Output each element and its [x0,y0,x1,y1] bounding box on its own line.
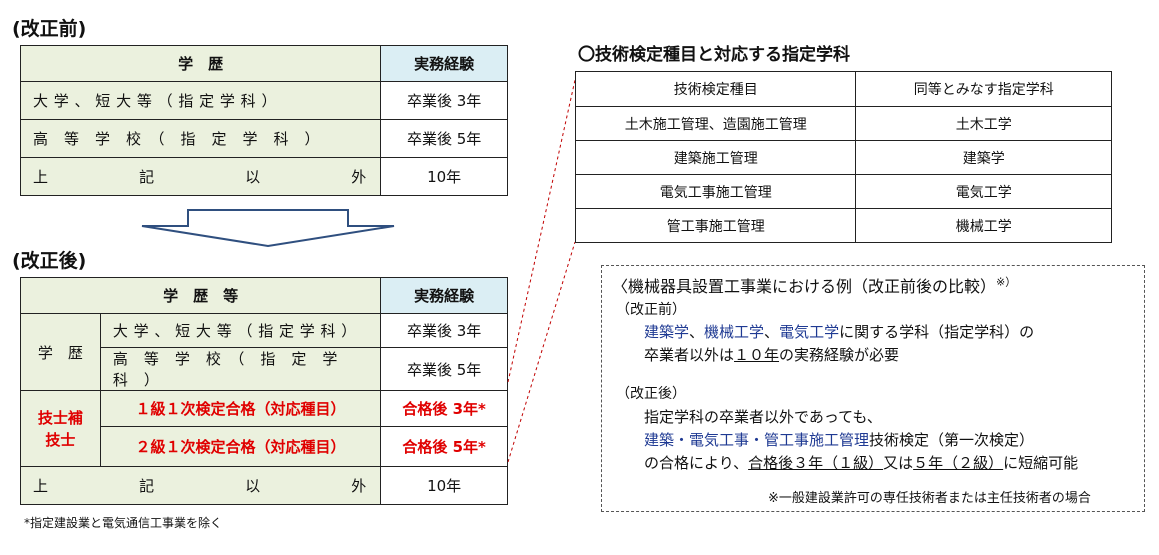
right-table-cell: 建築学 [855,140,1112,175]
example-before-rest: に関する学科（指定学科）の [839,323,1035,341]
after-row-other-exp: 10年 [380,466,508,505]
example-after-blue: 建築・電気工事・管工事施工管理 [644,431,870,449]
after-row-first-grade: １級１次検定合格（対応種目） [99,390,382,427]
right-table-col2-header: 同等とみなす指定学科 [855,71,1112,107]
after-header-exp: 実務経験 [380,277,508,314]
right-table-cell: 機械工学 [855,208,1112,243]
before-header-exp: 実務経験 [380,45,508,82]
example-before-label: （改正前） [616,302,686,318]
example-after-line2: 建築・電気工事・管工事施工管理技術検定（第一次検定） [644,429,1034,450]
after-row-university: 大 学 、 短 大 等 （ 指 定 学 科 ） [99,313,382,348]
before-row-highschool-exp: 卒業後 5年 [380,119,508,158]
example-before-blue: 機械工学 [704,323,765,341]
example-before-post: の実務経験が必要 [779,346,900,364]
right-table-cell: 電気工学 [855,174,1112,209]
after-group-engineer-line2: 技士 [45,430,76,449]
after-other-char: 外 [351,477,367,495]
after-header-edu: 学 歴 等 [19,277,382,314]
example-before-line1: 建築学、機械工学、電気工学に関する学科（指定学科）の [644,321,1034,342]
after-other-char: 記 [139,477,155,495]
example-before-pre: 卒業者以外は [644,346,735,364]
after-row-highschool-exp: 卒業後 5年 [380,347,508,391]
before-other-char: 記 [139,168,155,186]
example-before-sep: 、 [764,323,780,341]
right-table-title: 〇技術検定種目と対応する指定学科 [578,45,850,65]
example-title: 〈機械器具設置工事業における例（改正前後の比較）※） [612,273,1016,297]
before-row-other: 上 記 以 外 [19,157,382,196]
before-other-char: 外 [351,168,367,186]
before-table: 学 歴 実務経験 大 学 、 短 大 等 （ 指 定 学 科 ） 卒業後 3年 … [19,45,508,196]
right-table: 技術検定種目 同等とみなす指定学科 土木施工管理、造園施工管理 土木工学 建築施… [574,71,1112,243]
right-table-cell: 土木施工管理、造園施工管理 [574,106,857,141]
before-row-highschool: 高 等 学 校 （ 指 定 学 科 ） [19,119,382,158]
example-after-line1: 指定学科の卒業者以外であっても、 [644,408,882,426]
example-after-post: に短縮可能 [1003,454,1079,472]
example-box [601,265,1145,512]
after-group-engineer-line1: 技士補 [37,408,83,427]
after-table: 学 歴 等 実務経験 学 歴 大 学 、 短 大 等 （ 指 定 学 科 ） 卒… [19,277,508,505]
example-before-blue: 電気工学 [779,323,840,341]
example-after-mid: 又は [883,454,914,472]
right-table-cell: 電気工事施工管理 [574,174,857,209]
after-heading: (改正後) [12,250,87,272]
example-before-sep: 、 [689,323,705,341]
after-other-char: 以 [245,477,261,495]
example-after-pre: の合格により、 [644,454,749,472]
example-after-first: 合格後３年（１級） [748,454,884,472]
before-heading: (改正前) [12,18,87,40]
example-note: ※一般建設業許可の専任技術者または主任技術者の場合 [768,491,1091,506]
example-after-label: （改正後） [616,386,686,402]
right-table-cell: 管工事施工管理 [574,208,857,243]
after-group-engineer-label: 技士補 技士 [20,390,101,467]
down-arrow-icon [141,209,395,248]
before-other-char: 以 [245,168,261,186]
example-after-second: ５年（２級） [913,454,1004,472]
before-row-other-exp: 10年 [380,157,508,196]
right-table-cell: 建築施工管理 [574,140,857,175]
example-after-rest: 技術検定（第一次検定） [869,431,1035,449]
example-before-years: １０年 [734,346,780,364]
after-row-first-grade-exp: 合格後 3年* [380,390,508,427]
before-row-university: 大 学 、 短 大 等 （ 指 定 学 科 ） [19,81,382,120]
example-before-blue: 建築学 [644,323,690,341]
right-table-cell: 土木工学 [855,106,1112,141]
example-title-sup: ※） [996,275,1017,289]
right-table-col1-header: 技術検定種目 [574,71,857,107]
footnote: *指定建設業と電気通信工事業を除く [24,516,223,530]
after-other-char: 上 [33,477,49,495]
after-row-university-exp: 卒業後 3年 [380,313,508,348]
after-row-other: 上 記 以 外 [19,466,382,505]
example-after-line3: の合格により、合格後３年（１級）又は５年（２級）に短縮可能 [644,452,1078,473]
example-before-line2: 卒業者以外は１０年の実務経験が必要 [644,344,899,365]
before-row-university-exp: 卒業後 3年 [380,81,508,120]
example-title-text: 〈機械器具設置工事業における例（改正前後の比較） [612,277,997,296]
before-other-char: 上 [33,168,49,186]
